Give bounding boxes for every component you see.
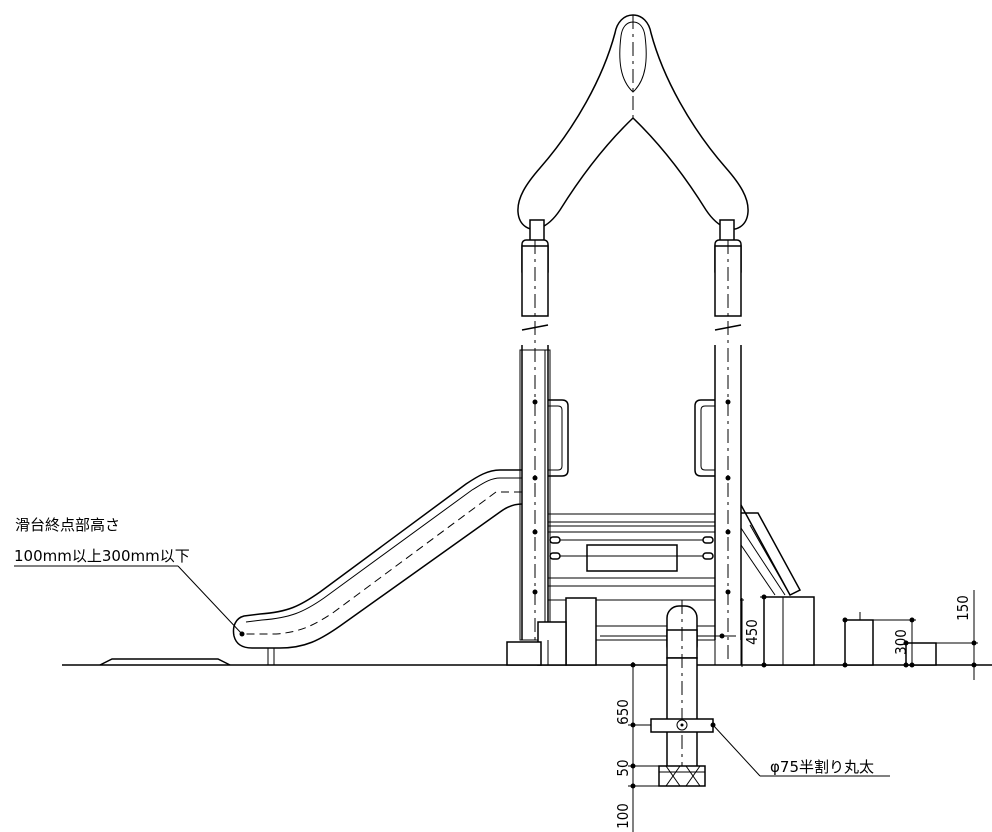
log-leader <box>712 724 890 777</box>
dim-bench-low: 150 <box>954 595 972 621</box>
roof-canopy <box>517 14 749 243</box>
dim-footing: 100 <box>614 803 632 829</box>
dim-bench-lines <box>873 590 978 680</box>
slide <box>232 469 523 666</box>
dim-step-height: 450 <box>743 619 761 645</box>
front-post <box>600 600 736 787</box>
slide-end-spec: 100mm以上300mm以下 <box>14 547 190 565</box>
dim-bench-high: 300 <box>892 629 910 655</box>
dim-post-depth: 650 <box>614 699 632 725</box>
right-stair <box>740 504 802 596</box>
dim-base-gap: 50 <box>614 759 632 776</box>
left-post <box>521 239 549 660</box>
left-handle <box>548 399 569 477</box>
deck-platform <box>506 513 742 666</box>
log-spec-label: φ75半割り丸太 <box>770 758 874 776</box>
benches <box>761 594 937 668</box>
bolt-dots <box>532 399 731 595</box>
slide-leader <box>14 565 243 635</box>
right-handle <box>694 399 715 477</box>
right-post <box>714 239 742 660</box>
ground-mat <box>99 658 231 666</box>
dim-step-lines <box>740 596 764 667</box>
dim-post-lines <box>628 662 705 832</box>
slide-end-title: 滑台終点部高さ <box>15 516 120 534</box>
